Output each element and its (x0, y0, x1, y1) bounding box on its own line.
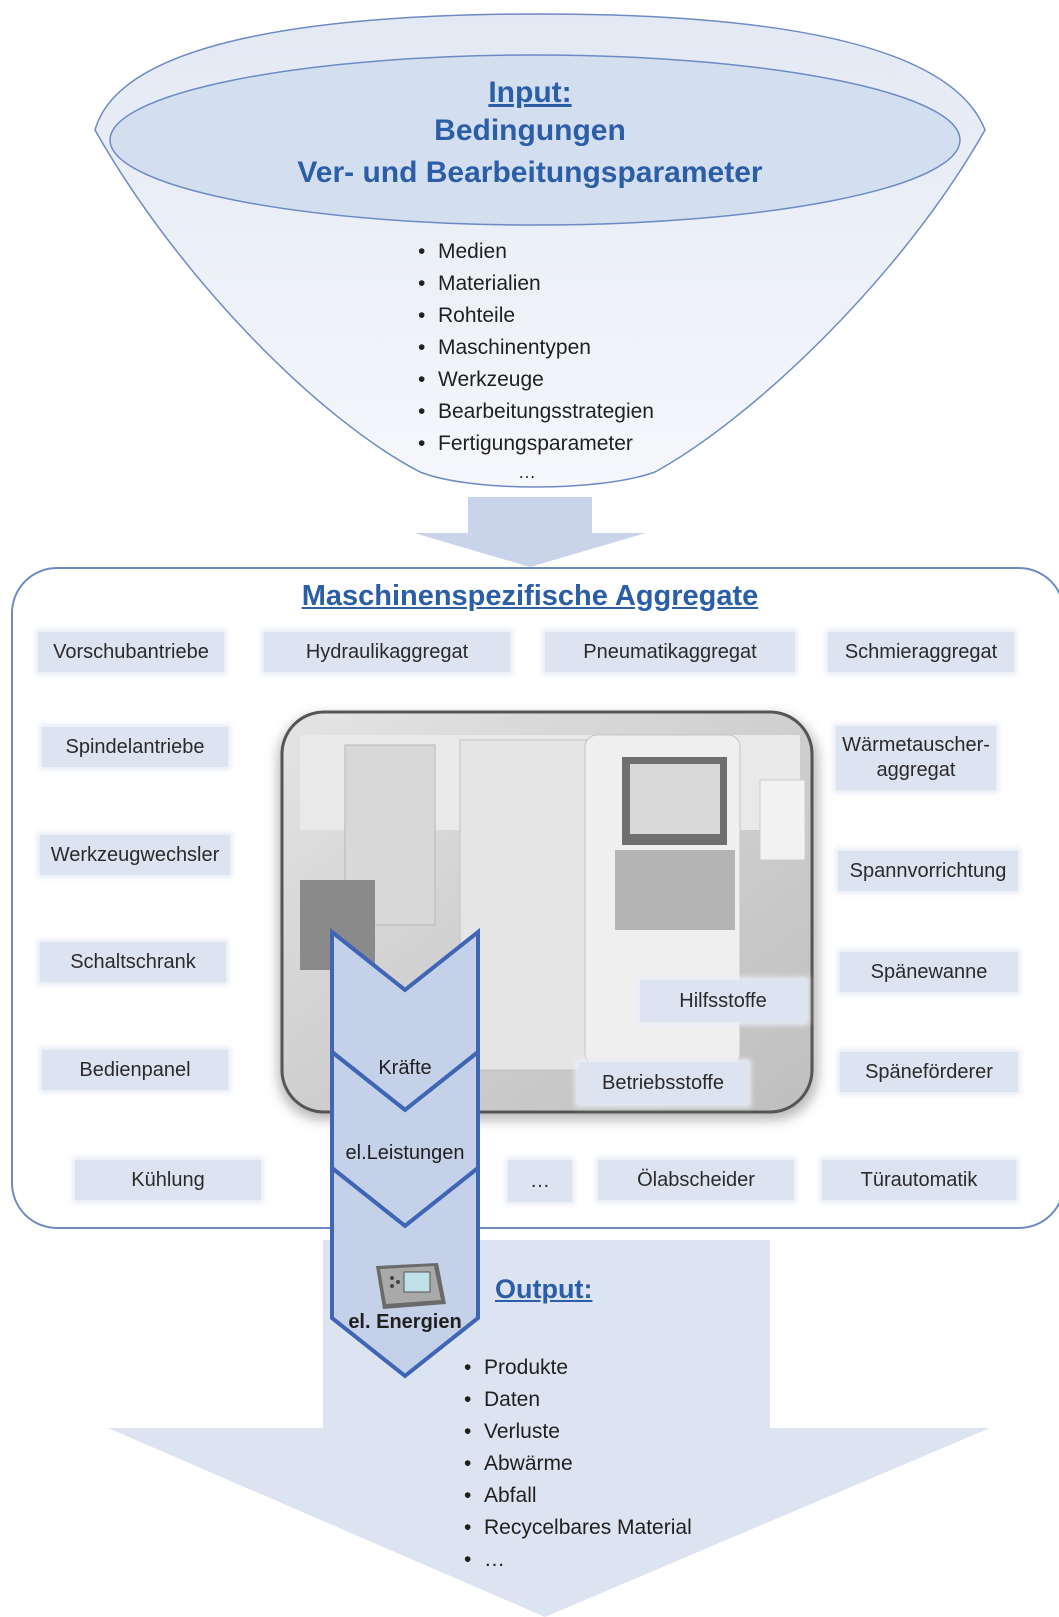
input-ellipse (109, 54, 961, 226)
input-item: Rohteile (418, 300, 654, 332)
box-werkzeugwechsler: Werkzeugwechsler (40, 835, 230, 875)
box-spaenefoerderer: Späneförderer (840, 1052, 1018, 1092)
output-item: Abwärme (464, 1448, 692, 1480)
output-item: Daten (464, 1384, 692, 1416)
box-spannvorrichtung: Spannvorrichtung (838, 851, 1018, 891)
box-ellipsis: … (508, 1160, 572, 1202)
input-item: Medien (418, 236, 654, 268)
box-waermetauscher: Wärmetauscher- aggregat (836, 726, 996, 790)
box-oelabscheider: Ölabscheider (598, 1160, 794, 1200)
input-list: Medien Materialien Rohteile Maschinentyp… (418, 236, 654, 460)
output-list: Produkte Daten Verluste Abwärme Abfall R… (464, 1352, 692, 1576)
input-title: Input: (488, 76, 572, 109)
output-item: Recycelbares Material (464, 1512, 692, 1544)
output-item: Abfall (464, 1480, 692, 1512)
box-betriebsstoffe: Betriebsstoffe (578, 1062, 748, 1104)
box-hilfsstoffe: Hilfsstoffe (640, 980, 806, 1022)
input-arrow (414, 497, 646, 567)
input-line2: Ver- und Bearbeitungsparameter (297, 156, 763, 189)
box-kuehlung: Kühlung (75, 1160, 261, 1200)
output-item: Verluste (464, 1416, 692, 1448)
input-item: Bearbeitungsstrategien (418, 396, 654, 428)
box-hydraulikaggregat: Hydraulikaggregat (264, 632, 510, 672)
output-item: … (464, 1544, 692, 1576)
box-schaltschrank: Schaltschrank (40, 942, 226, 982)
input-line1: Bedingungen (434, 114, 626, 147)
box-bedienpanel: Bedienpanel (42, 1050, 228, 1090)
input-item: Materialien (418, 268, 654, 300)
output-item: Produkte (464, 1352, 692, 1384)
box-schmieraggregat: Schmieraggregat (828, 632, 1014, 672)
input-item: Fertigungsparameter (418, 428, 654, 460)
chevron-label-kraefte: Kräfte (378, 1057, 432, 1079)
input-item: Maschinentypen (418, 332, 654, 364)
aggregates-title: Maschinenspezifische Aggregate (301, 580, 759, 612)
box-tuerautomatik: Türautomatik (822, 1160, 1016, 1200)
chevron-label-energien: el. Energien (348, 1311, 462, 1333)
control-panel-icon (376, 1263, 446, 1309)
input-ellipsis: … (518, 462, 536, 482)
output-title: Output: (495, 1274, 593, 1304)
box-vorschubantriebe: Vorschubantriebe (38, 632, 224, 672)
box-pneumatikaggregat: Pneumatikaggregat (545, 632, 795, 672)
input-item: Werkzeuge (418, 364, 654, 396)
box-spaenewanne: Spänewanne (840, 952, 1018, 992)
chevron-label-leistungen: el.Leistungen (345, 1142, 465, 1164)
box-spindelantriebe: Spindelantriebe (42, 727, 228, 767)
